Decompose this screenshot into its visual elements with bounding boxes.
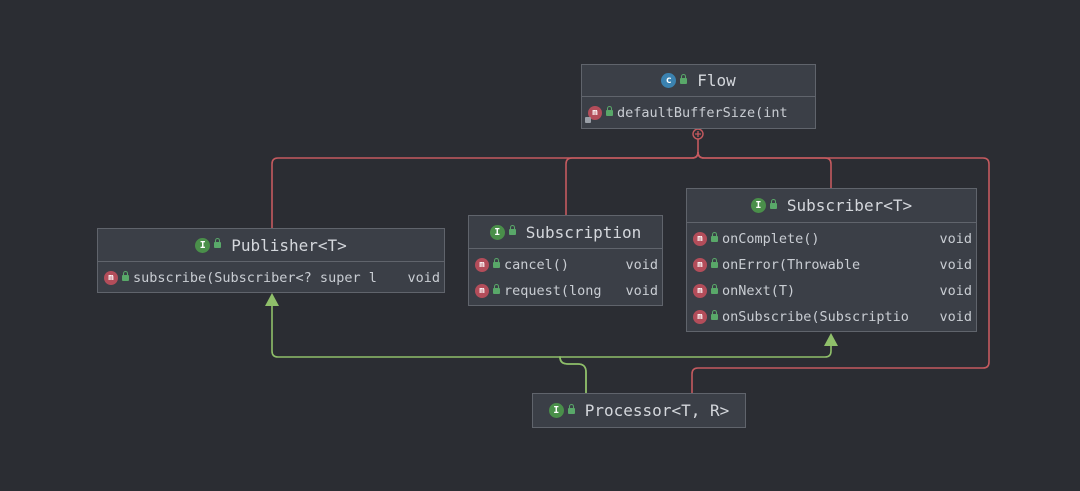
node-subscriber-header: I Subscriber<T>: [687, 189, 976, 223]
node-processor-header: I Processor<T, R>: [533, 394, 745, 427]
edge-extends-processor-to-subscriber: [559, 346, 832, 393]
node-subscription-title: Subscription: [525, 222, 642, 242]
public-lock-icon: [567, 403, 575, 414]
hollow-triangle-arrow-icon-subscriber: [824, 333, 838, 346]
method-icon: m: [693, 232, 707, 246]
member-row[interactable]: m onError(Throwable void: [687, 252, 976, 278]
method-icon: m: [693, 258, 707, 272]
member-name: onComplete(): [722, 231, 820, 247]
member-row[interactable]: m cancel() void: [469, 252, 662, 278]
member-name: subscribe(Subscriber<? super l: [133, 270, 377, 286]
public-lock-icon: [680, 73, 688, 84]
node-subscriber-members: m onComplete() void m onError(Throwable …: [687, 223, 976, 330]
public-lock-icon: [711, 310, 718, 320]
member-name: onSubscribe(Subscriptio: [722, 309, 909, 325]
public-lock-icon: [214, 238, 222, 248]
member-type: void: [939, 309, 972, 325]
public-lock-icon: [508, 225, 516, 235]
member-row[interactable]: m onComplete() void: [687, 226, 976, 252]
node-processor-title: Processor<T, R>: [584, 401, 730, 420]
public-lock-icon: [122, 271, 129, 281]
public-lock-icon: [711, 258, 718, 268]
member-name: defaultBufferSize(int: [617, 105, 788, 121]
node-subscription-header: I Subscription: [469, 216, 662, 249]
interface-icon: I: [489, 224, 505, 240]
member-type: void: [939, 257, 972, 273]
method-icon: m: [104, 271, 118, 285]
node-subscriber[interactable]: I Subscriber<T> m onComplete() void m on…: [686, 188, 977, 332]
node-subscription-members: m cancel() void m request(long void: [469, 249, 662, 304]
method-icon: m: [693, 310, 707, 324]
member-row[interactable]: m request(long void: [469, 278, 662, 304]
interface-icon: I: [195, 237, 211, 253]
node-subscription[interactable]: I Subscription m cancel() void m request…: [468, 215, 663, 306]
node-publisher[interactable]: I Publisher<T> m subscribe(Subscriber<? …: [97, 228, 445, 293]
method-icon: m: [693, 284, 707, 298]
node-processor[interactable]: I Processor<T, R>: [532, 393, 746, 428]
method-icon: m: [475, 284, 489, 298]
node-publisher-members: m subscribe(Subscriber<? super l void: [98, 262, 444, 291]
member-type: void: [939, 283, 972, 299]
hollow-triangle-arrow-icon-publisher: [265, 293, 279, 306]
edge-inner-class-subscription-to-flow: [565, 151, 699, 215]
interface-icon: I: [548, 403, 564, 418]
public-lock-icon: [711, 232, 718, 242]
public-lock-icon: [769, 198, 777, 209]
circle-plus-cross: [695, 131, 701, 137]
member-name: cancel(): [504, 257, 570, 273]
member-type: void: [939, 231, 972, 247]
method-icon: m: [475, 258, 489, 272]
node-subscriber-title: Subscriber<T>: [786, 196, 913, 215]
interface-icon: I: [750, 198, 766, 213]
public-lock-icon: [711, 284, 718, 294]
public-lock-icon: [606, 106, 613, 116]
member-row[interactable]: m subscribe(Subscriber<? super l void: [98, 265, 444, 291]
static-marker-icon: [585, 117, 591, 123]
class-icon: c: [661, 73, 677, 88]
public-lock-icon: [493, 284, 500, 294]
node-publisher-header: I Publisher<T>: [98, 229, 444, 262]
node-publisher-title: Publisher<T>: [231, 235, 347, 255]
edge-inner-class-processor-to-flow: [691, 151, 990, 393]
node-flow-title: Flow: [697, 71, 736, 90]
member-name: onError(Throwable: [722, 257, 861, 273]
member-name: onNext(T): [722, 283, 796, 299]
node-flow-members: m defaultBufferSize(int: [582, 97, 815, 126]
member-row[interactable]: m onSubscribe(Subscriptio void: [687, 304, 976, 330]
public-lock-icon: [493, 258, 500, 268]
member-row[interactable]: m onNext(T) void: [687, 278, 976, 304]
member-type: void: [625, 257, 658, 273]
method-icon: m: [585, 106, 602, 123]
node-flow[interactable]: c Flow m defaultBufferSize(int: [581, 64, 816, 129]
member-name: request(long: [504, 283, 602, 299]
edge-extends-processor-to-publisher: [271, 306, 587, 393]
member-type: void: [625, 283, 658, 299]
node-flow-header: c Flow: [582, 65, 815, 97]
member-row[interactable]: m defaultBufferSize(int: [582, 100, 815, 126]
edges-layer: [265, 128, 990, 393]
member-type: void: [407, 270, 440, 286]
